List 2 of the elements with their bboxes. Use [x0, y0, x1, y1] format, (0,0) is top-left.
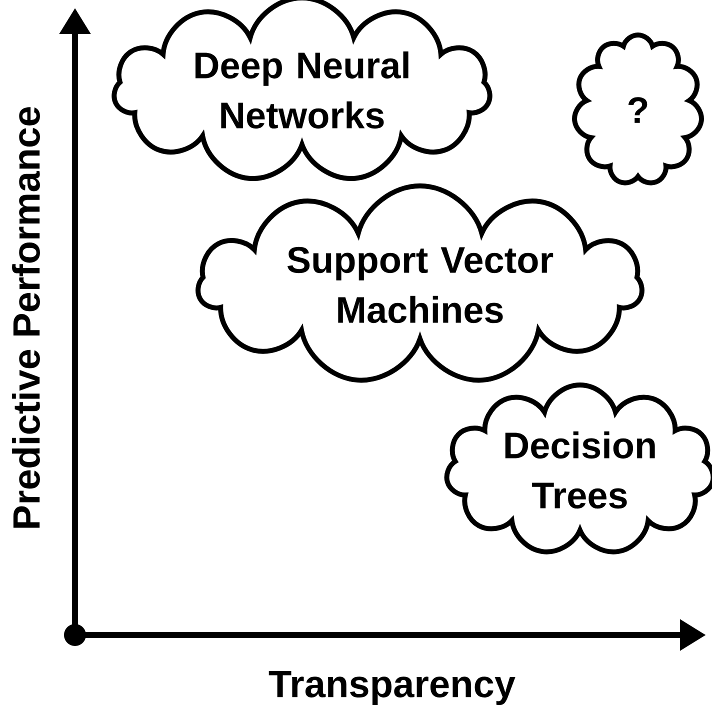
axis-label: Transparency [268, 670, 516, 705]
axis-label: Predictive Performance [12, 107, 40, 528]
